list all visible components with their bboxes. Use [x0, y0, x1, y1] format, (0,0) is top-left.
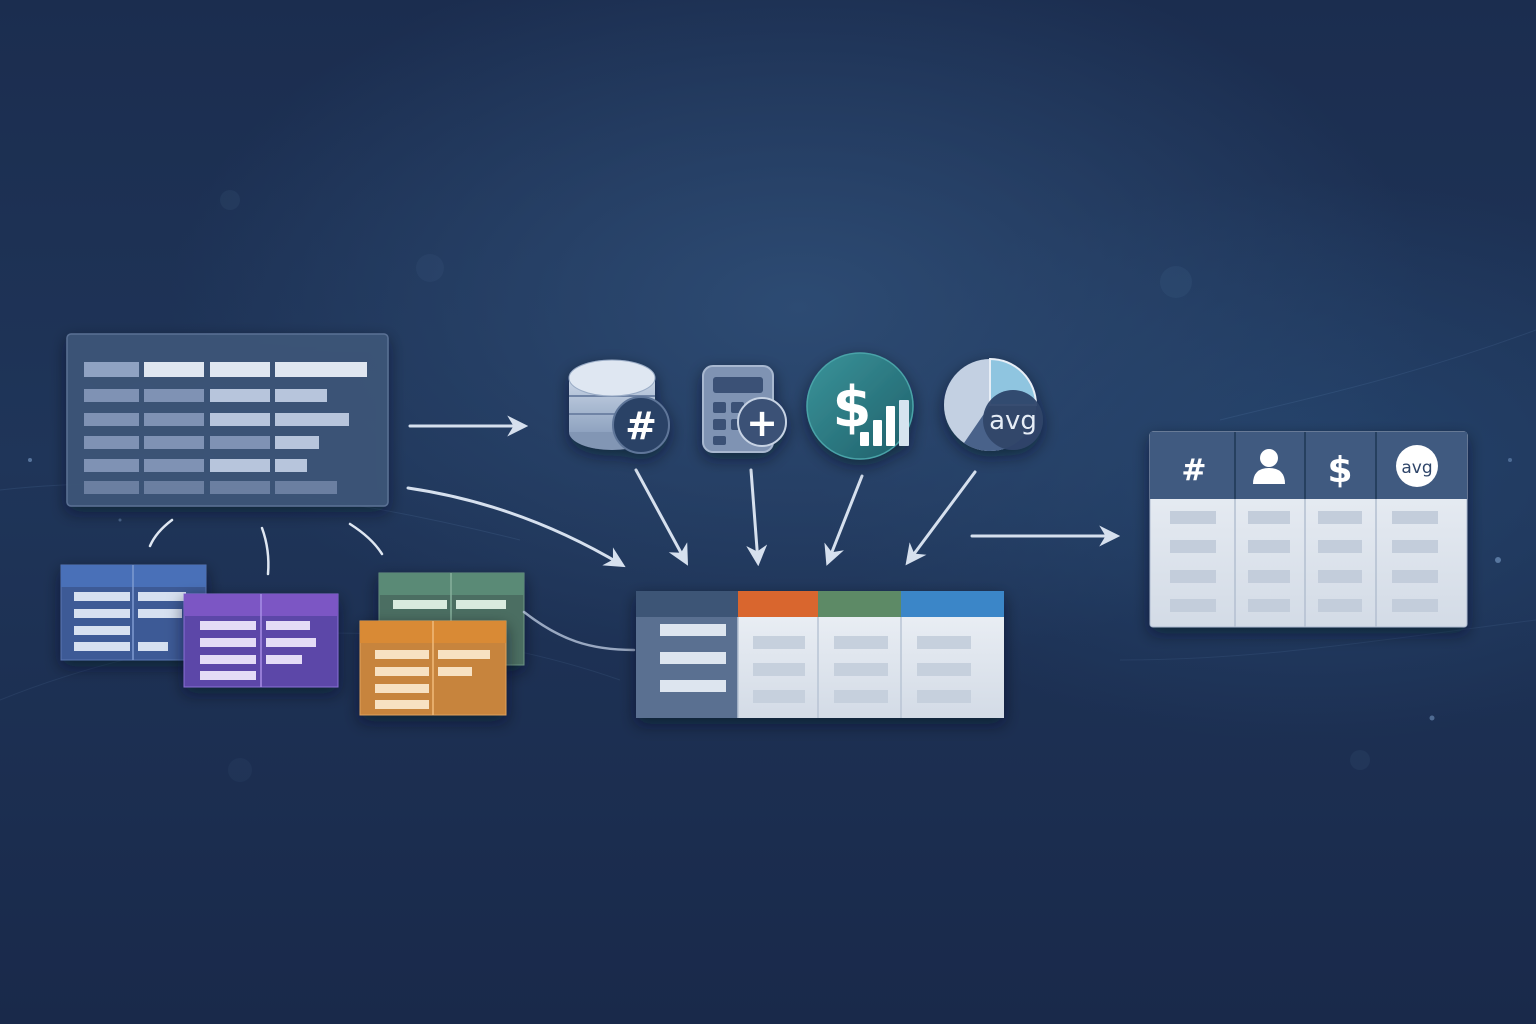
count-glyph: #: [625, 404, 657, 448]
combined-header-green: [818, 591, 901, 617]
avg-icon-label: avg: [1401, 458, 1432, 478]
arrow-source-to-combined: [406, 486, 626, 568]
result-table: # $ avg: [1149, 431, 1468, 628]
avg-icon: avg: [1396, 445, 1438, 487]
user-icon: [1253, 449, 1285, 484]
source-table-header: [84, 362, 367, 377]
source-table-rows: [84, 389, 349, 494]
dollar-icon: $: [1327, 450, 1352, 491]
source-table: [66, 333, 389, 507]
dollar-bars-icon: $: [806, 352, 914, 460]
background-particles: [28, 190, 1512, 782]
combined-header-orange: [738, 591, 818, 617]
calculator-plus-icon: +: [702, 365, 787, 453]
calculate-glyph: +: [746, 401, 778, 445]
pie-avg-icon: avg: [944, 357, 1043, 452]
split-connectors: [148, 518, 384, 576]
split-table-orange: [359, 620, 507, 716]
arrow-avg-to-combined: [905, 470, 977, 566]
arrow-sum-to-combined: [824, 474, 864, 566]
hash-icon: #: [1181, 453, 1206, 488]
average-label: avg: [989, 406, 1037, 436]
arrow-calc-to-combined: [746, 468, 768, 567]
connector-split-to-combined: [522, 610, 636, 652]
combined-table: [636, 591, 1004, 718]
split-table-purple: [183, 593, 339, 688]
flow-arrows: [406, 415, 1121, 568]
sum-glyph: $: [833, 375, 872, 440]
combined-header-blue: [901, 591, 1004, 617]
database-hash-icon: #: [568, 359, 670, 454]
arrow-count-to-combined: [634, 468, 689, 566]
split-table-blue: [60, 564, 207, 661]
